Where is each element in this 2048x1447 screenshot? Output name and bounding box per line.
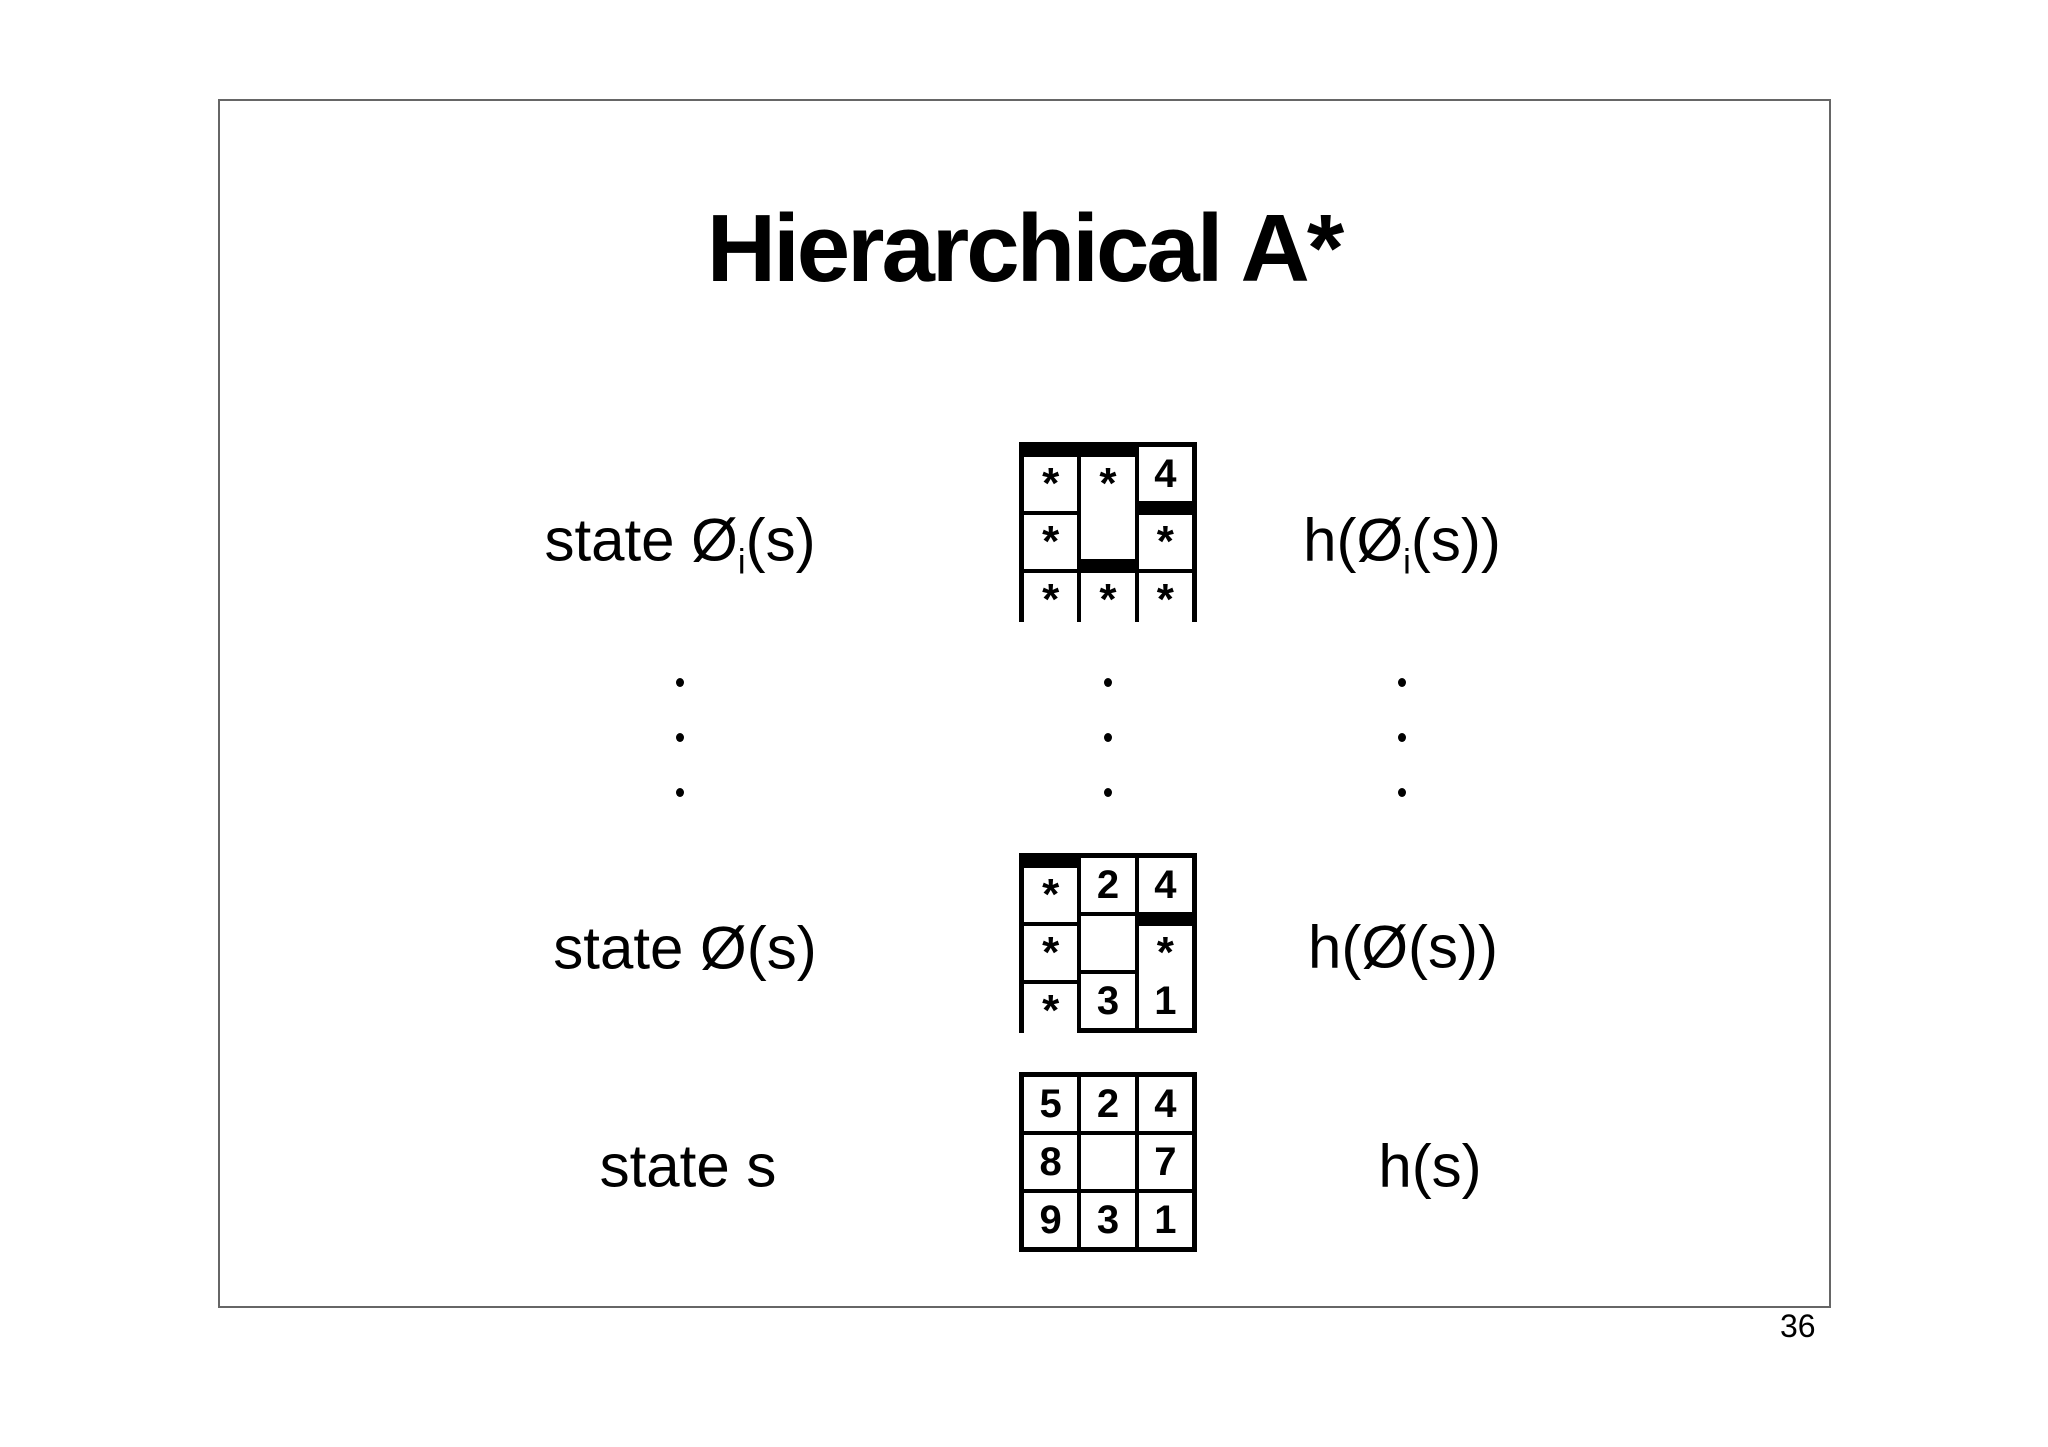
puzzle-cell: 4: [1138, 858, 1192, 912]
state-label-base: state s: [600, 1132, 777, 1201]
puzzle-cell: *: [1138, 573, 1192, 627]
puzzle-cell-blank: [1081, 1135, 1135, 1189]
puzzle-cell: 1: [1138, 974, 1192, 1028]
heuristic-label-prefix: h(Ø: [1308, 913, 1409, 981]
puzzle-cell: 9: [1024, 1193, 1078, 1247]
puzzle-cell: *: [1024, 457, 1078, 511]
vertical-ellipsis-left: [676, 678, 684, 797]
puzzle-cell: 1: [1138, 1193, 1192, 1247]
ellipsis-dot: [676, 678, 684, 687]
puzzle-cell: 2: [1081, 858, 1135, 912]
state-label-suffix: (s): [746, 914, 817, 982]
puzzle-cell: *: [1024, 984, 1078, 1038]
heuristic-label-level-1: h(Ø(s)): [1308, 913, 1498, 982]
vertical-ellipsis-right: [1398, 678, 1406, 797]
puzzle-cell: *: [1081, 573, 1135, 627]
puzzle-cell: *: [1081, 457, 1135, 511]
heuristic-label-suffix: (s)): [1410, 506, 1501, 574]
puzzle-cell: 2: [1081, 1077, 1135, 1131]
puzzle-cell: 3: [1081, 974, 1135, 1028]
ellipsis-dot: [1398, 678, 1406, 687]
heuristic-label-suffix: (s)): [1408, 913, 1498, 981]
puzzle-cell-blank: [1081, 505, 1135, 559]
puzzle-cell: 5: [1024, 1077, 1078, 1131]
puzzle-cell: 3: [1081, 1193, 1135, 1247]
vertical-ellipsis-center: [1104, 678, 1112, 797]
puzzle-grid-level-i: * * 4 * * * * *: [1019, 442, 1197, 627]
puzzle-grid-base: 5 2 4 8 7 9 3 1: [1019, 1072, 1197, 1252]
puzzle-cell: *: [1138, 515, 1192, 569]
puzzle-cell: 8: [1024, 1135, 1078, 1189]
state-label-level-1: state Ø(s): [553, 914, 816, 983]
ellipsis-dot: [676, 733, 684, 742]
heuristic-label-prefix: h(Ø: [1303, 506, 1404, 574]
heuristic-label-base: h(s): [1378, 1132, 1481, 1201]
puzzle-cell: *: [1138, 926, 1192, 980]
slide-title: Hierarchical A*: [706, 195, 1344, 302]
ellipsis-dot: [1104, 788, 1112, 797]
puzzle-cell: 4: [1138, 1077, 1192, 1131]
puzzle-cell: 4: [1138, 447, 1192, 501]
puzzle-cell: 7: [1138, 1135, 1192, 1189]
heuristic-label-level-i: h(Øi(s)): [1303, 506, 1501, 580]
puzzle-cell: *: [1024, 573, 1078, 627]
puzzle-cell: *: [1024, 926, 1078, 980]
puzzle-cell-blank: [1081, 916, 1135, 970]
ellipsis-dot: [1398, 733, 1406, 742]
ellipsis-dot: [1104, 733, 1112, 742]
state-label-suffix: (s): [745, 506, 816, 574]
ellipsis-dot: [1104, 678, 1112, 687]
ellipsis-dot: [1398, 788, 1406, 797]
puzzle-cell: *: [1024, 868, 1078, 922]
state-label-prefix: state Ø: [553, 914, 747, 982]
state-label-prefix: state s: [599, 1132, 777, 1200]
heuristic-label-subscript: i: [1403, 542, 1411, 582]
heuristic-label-prefix: h(s): [1378, 1132, 1482, 1200]
puzzle-grid-level-1: * 2 4 * * * 3 1: [1019, 853, 1197, 1038]
state-label-level-i: state Øi(s): [544, 506, 816, 580]
puzzle-cell: *: [1024, 515, 1078, 569]
ellipsis-dot: [676, 788, 684, 797]
page-number: 36: [1780, 1308, 1816, 1344]
state-label-prefix: state Ø: [544, 506, 738, 574]
state-label-subscript: i: [737, 542, 746, 582]
